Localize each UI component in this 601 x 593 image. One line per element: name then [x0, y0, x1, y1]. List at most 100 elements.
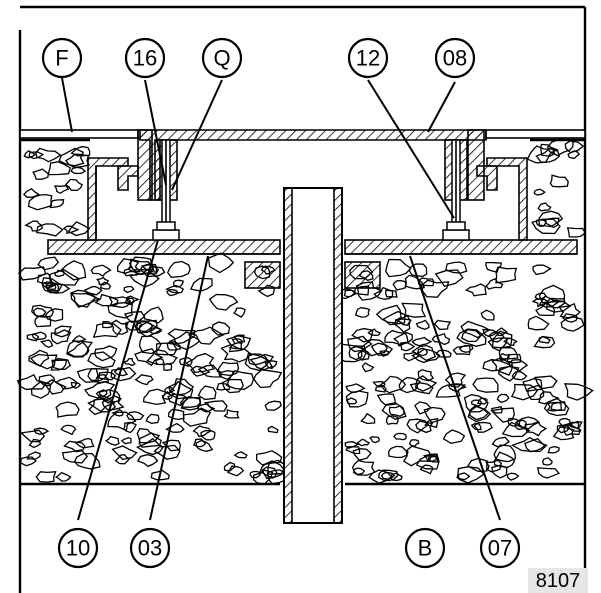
aggregate-pebble	[167, 393, 189, 407]
aggregate-pebble	[367, 328, 382, 336]
aggregate-pebble	[32, 307, 47, 318]
callout-07: 07	[479, 527, 521, 569]
aggregate-pebble	[400, 341, 416, 352]
aggregate-pebble	[477, 397, 488, 405]
aggregate-pebble	[101, 395, 125, 411]
aggregate-pebble	[182, 407, 212, 427]
aggregate-pebble	[538, 295, 560, 308]
aggregate-pebble	[167, 328, 196, 345]
aggregate-pebble	[491, 464, 508, 479]
aggregate-pebble	[343, 289, 357, 298]
callout-07-label: 07	[488, 536, 512, 561]
aggregate-pebble	[87, 368, 109, 382]
aggregate-pebble	[134, 348, 164, 367]
aggregate-pebble	[61, 449, 89, 464]
aggregate-pebble	[563, 424, 582, 437]
aggregate-pebble	[211, 321, 231, 336]
aggregate-pebble	[533, 188, 546, 196]
frame-angle-left	[87, 157, 139, 241]
aggregate-pebble	[445, 261, 468, 274]
aggregate-pebble	[36, 223, 64, 237]
aggregate-pebble	[556, 424, 570, 434]
aggregate-pebble	[67, 221, 91, 237]
aggregate-pebble	[18, 266, 47, 281]
aggregate-pebble	[472, 377, 499, 393]
aggregate-pebble	[180, 395, 202, 411]
aggregate-pebble	[463, 394, 489, 413]
aggregate-pebble	[515, 416, 541, 430]
aggregate-pebble	[345, 390, 369, 408]
aggregate-pebble	[395, 314, 412, 327]
aggregate-pebble	[28, 438, 42, 449]
aggregate-pebble	[125, 295, 141, 304]
aggregate-pebble	[264, 360, 278, 370]
aggregate-pebble	[542, 457, 553, 466]
aggregate-pebble	[535, 302, 556, 317]
aggregate-pebble	[398, 376, 421, 394]
aggregate-pebble	[249, 470, 262, 479]
aggregate-pebble	[434, 269, 464, 288]
aggregate-pebble	[179, 357, 193, 367]
aggregate-pebble	[414, 375, 438, 392]
aggregate-pebble	[428, 455, 439, 463]
aggregate-pebble	[233, 334, 246, 343]
aggregate-pebble	[38, 374, 56, 387]
aggregate-pebble	[83, 285, 103, 296]
aggregate-pebble	[20, 456, 37, 467]
aggregate-pebble	[444, 372, 467, 388]
aggregate-pebble	[195, 439, 214, 452]
aggregate-pebble	[120, 436, 132, 445]
aggregate-pebble	[431, 332, 451, 346]
figure-number-label: 8107	[536, 570, 581, 592]
aggregate-pebble	[96, 276, 110, 286]
aggregate-pebble	[123, 285, 135, 294]
aggregate-pebble	[114, 454, 131, 465]
leader-Q	[171, 79, 223, 191]
aggregate-pebble	[45, 281, 60, 294]
aggregate-pebble	[352, 448, 372, 461]
aggregate-pebble	[150, 469, 170, 481]
aggregate-pebble	[470, 422, 482, 431]
aggregate-pebble	[70, 166, 87, 175]
aggregate-pebble	[101, 321, 114, 329]
aggregate-pebble	[524, 438, 546, 453]
aggregate-pebble	[456, 472, 471, 481]
aggregate-pebble	[564, 140, 585, 154]
aggregate-pebble	[360, 412, 376, 425]
aggregate-pebble	[501, 421, 531, 438]
aggregate-pebble	[381, 402, 407, 421]
aggregate-pebble	[266, 469, 289, 485]
callout-F: F	[41, 37, 83, 79]
leader-03	[149, 255, 209, 521]
aggregate-pebble	[136, 453, 159, 468]
aggregate-pebble	[547, 446, 560, 454]
leader-lines	[61, 77, 501, 521]
aggregate-pebble	[417, 347, 429, 357]
aggregate-pebble	[351, 327, 374, 343]
aggregate-pebble	[231, 338, 243, 345]
aggregate-pebble	[24, 220, 44, 232]
aggregate-pebble	[537, 467, 561, 479]
aggregate-pebble	[380, 375, 407, 394]
aggregate-pebble	[409, 382, 434, 395]
aggregate-pebble	[59, 260, 87, 281]
aggregate-pebble	[153, 444, 181, 460]
aggregate-pebble	[161, 439, 182, 452]
aggregate-pebble	[538, 210, 564, 228]
aggregate-pebble	[506, 472, 520, 481]
aggregate-pebble	[95, 389, 108, 399]
callout-10-label: 10	[66, 536, 90, 561]
aggregate-pebble	[155, 342, 178, 356]
aggregate-pebble	[508, 359, 529, 372]
aggregate-pebble	[401, 302, 427, 318]
aggregate-pebble	[165, 422, 185, 433]
concrete-aggregate	[16, 136, 594, 486]
aggregate-pebble	[122, 421, 137, 434]
leader-07	[409, 255, 501, 521]
aggregate-pebble	[248, 353, 269, 366]
aggregate-pebble	[537, 202, 552, 212]
aggregate-pebble	[223, 409, 240, 419]
aggregate-pebble	[385, 258, 412, 278]
aggregate-pebble	[487, 330, 513, 349]
